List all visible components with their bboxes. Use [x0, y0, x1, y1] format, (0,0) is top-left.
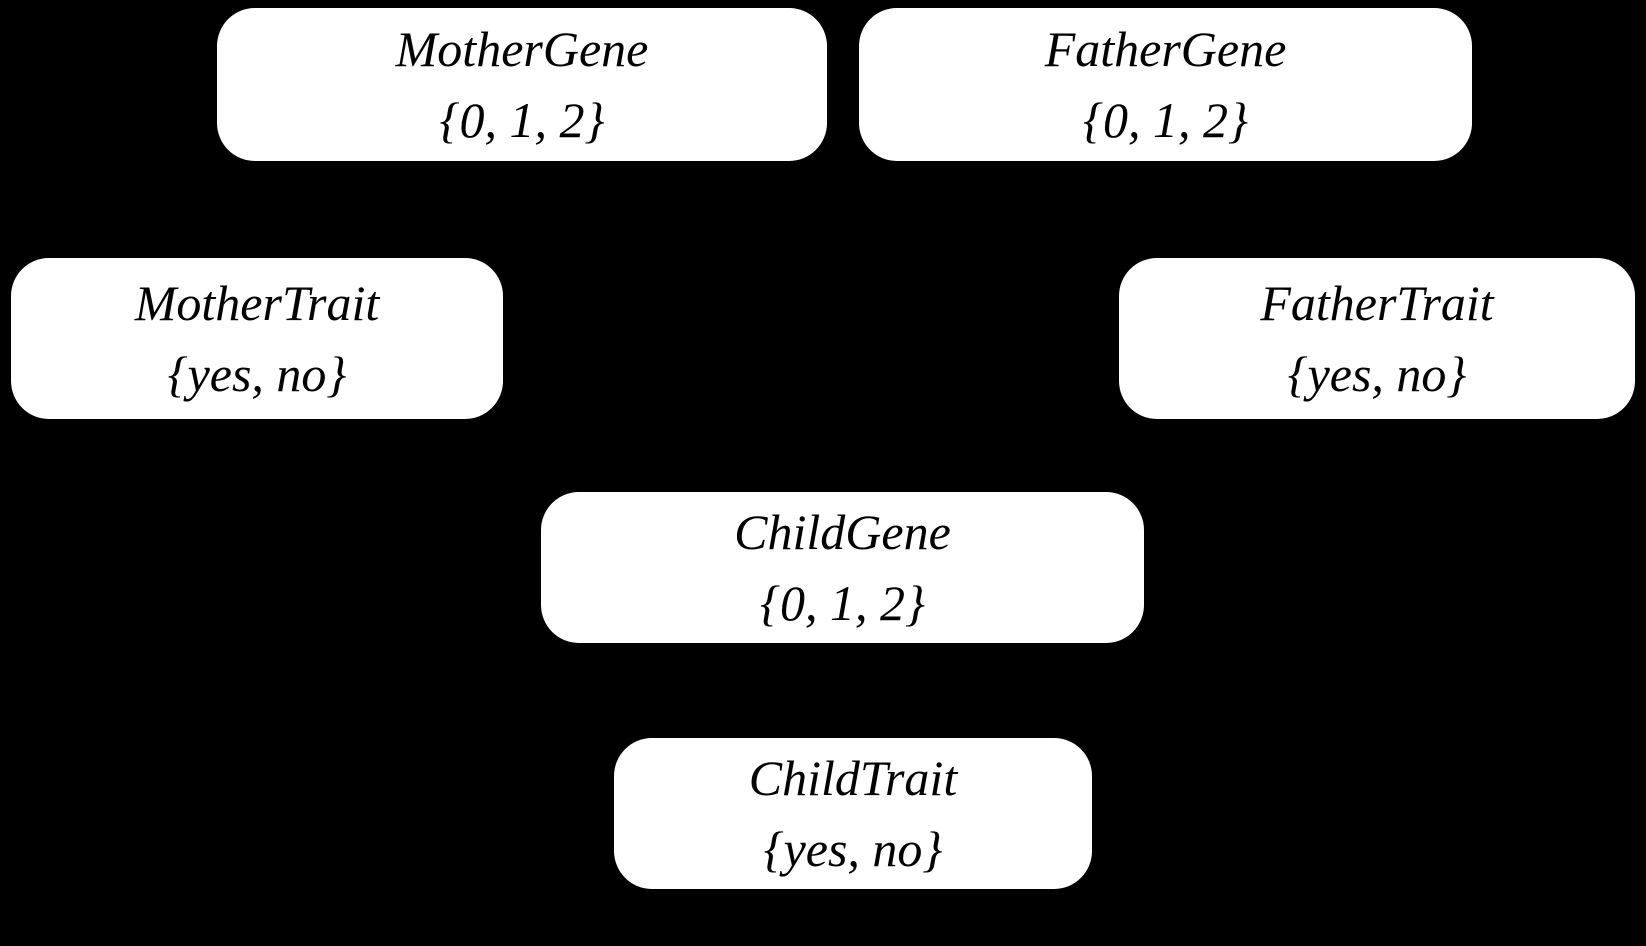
node-father-trait: FatherTrait {yes, no}: [1119, 258, 1635, 419]
node-father-trait-domain: {yes, no}: [1287, 345, 1467, 402]
node-child-trait-domain: {yes, no}: [763, 820, 943, 877]
node-child-gene-label: ChildGene: [734, 503, 951, 560]
node-father-gene: FatherGene {0, 1, 2}: [859, 8, 1472, 161]
node-mother-trait-label: MotherTrait: [134, 274, 380, 331]
node-mother-gene-domain: {0, 1, 2}: [439, 91, 605, 148]
node-mother-trait: MotherTrait {yes, no}: [11, 258, 503, 419]
node-mother-trait-domain: {yes, no}: [167, 345, 347, 402]
node-father-gene-domain: {0, 1, 2}: [1083, 91, 1248, 148]
node-father-trait-label: FatherTrait: [1260, 274, 1494, 331]
node-father-gene-label: FatherGene: [1044, 20, 1287, 77]
node-child-trait: ChildTrait {yes, no}: [614, 738, 1092, 889]
node-mother-gene-label: MotherGene: [395, 20, 649, 77]
node-child-gene-domain: {0, 1, 2}: [760, 574, 925, 631]
node-child-trait-label: ChildTrait: [748, 749, 958, 806]
node-child-gene: ChildGene {0, 1, 2}: [541, 492, 1144, 643]
node-mother-gene: MotherGene {0, 1, 2}: [217, 8, 827, 161]
